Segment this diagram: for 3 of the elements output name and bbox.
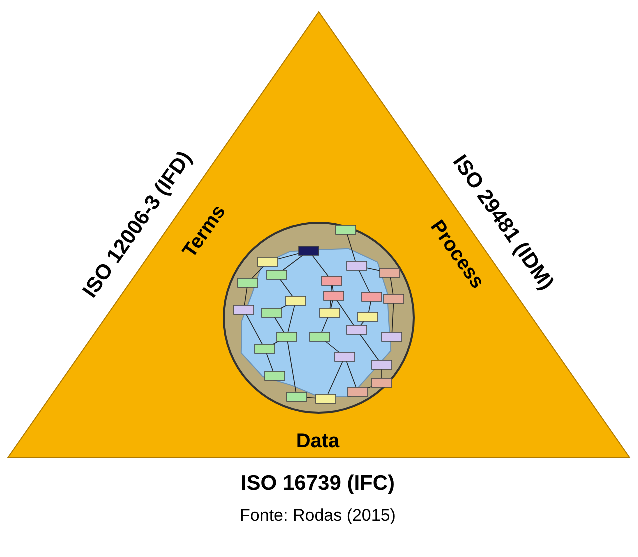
standard-label: ISO 16739 (IFC) [240,472,396,496]
section-label: Data [296,430,340,454]
caption: Fonte: Rodas (2015) [240,506,396,526]
